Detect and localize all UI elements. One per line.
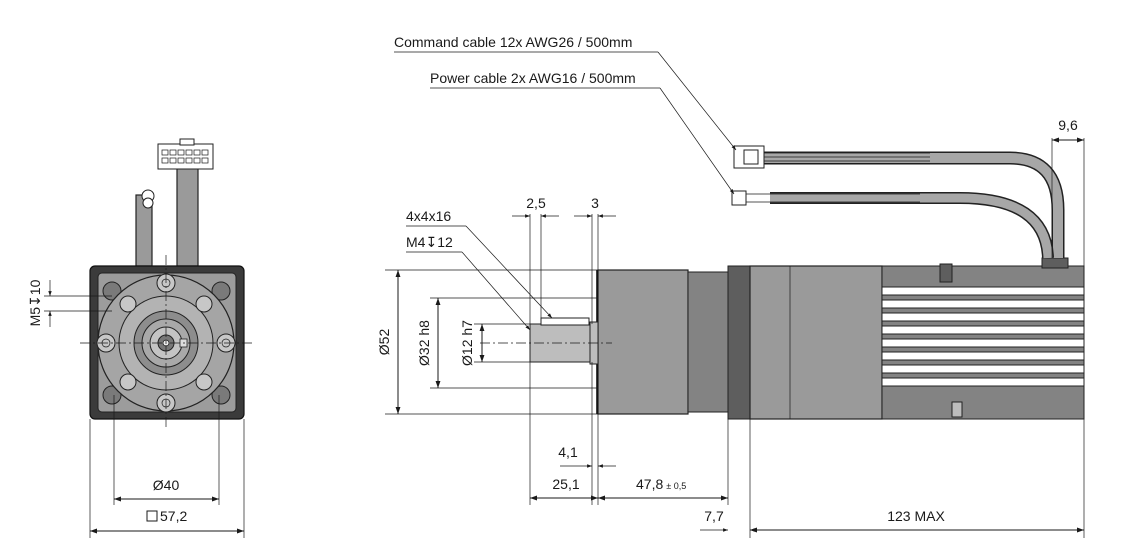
label-keyway: 4x4x16 [406, 208, 451, 224]
dim-d40: Ø40 [153, 477, 180, 493]
dim-sq57: 57,2 [160, 508, 187, 524]
dim-3: 3 [591, 195, 599, 211]
gearbox-housing [597, 269, 689, 415]
dim-123-max: 123 MAX [887, 508, 945, 524]
dim-m5: M5↧10 [27, 279, 43, 326]
dim-7-7: 7,7 [704, 508, 724, 524]
dim-d52: Ø52 [376, 329, 392, 356]
motor-body [749, 265, 883, 420]
dim-2-5: 2,5 [526, 195, 546, 211]
front-view: M5↧10 Ø40 57,2 [27, 138, 252, 538]
dim-47-8: 47,8± 0,5 [636, 476, 686, 492]
label-power-cable: Power cable 2x AWG16 / 500mm [430, 70, 636, 86]
side-view: Command cable 12x AWG26 / 500mm Power ca… [376, 34, 1085, 538]
dim-4-1: 4,1 [558, 444, 578, 460]
dim-25-1: 25,1 [552, 476, 579, 492]
label-command-cable: Command cable 12x AWG26 / 500mm [394, 34, 632, 50]
command-connector [157, 143, 214, 170]
dim-9-6: 9,6 [1058, 117, 1078, 133]
command-cable-stub [176, 167, 199, 267]
dim-d12: Ø12 h7 [459, 320, 475, 366]
label-shaft-thread: M4↧12 [406, 234, 453, 250]
dim-d32: Ø32 h8 [416, 320, 432, 366]
square-symbol-icon [146, 510, 158, 522]
